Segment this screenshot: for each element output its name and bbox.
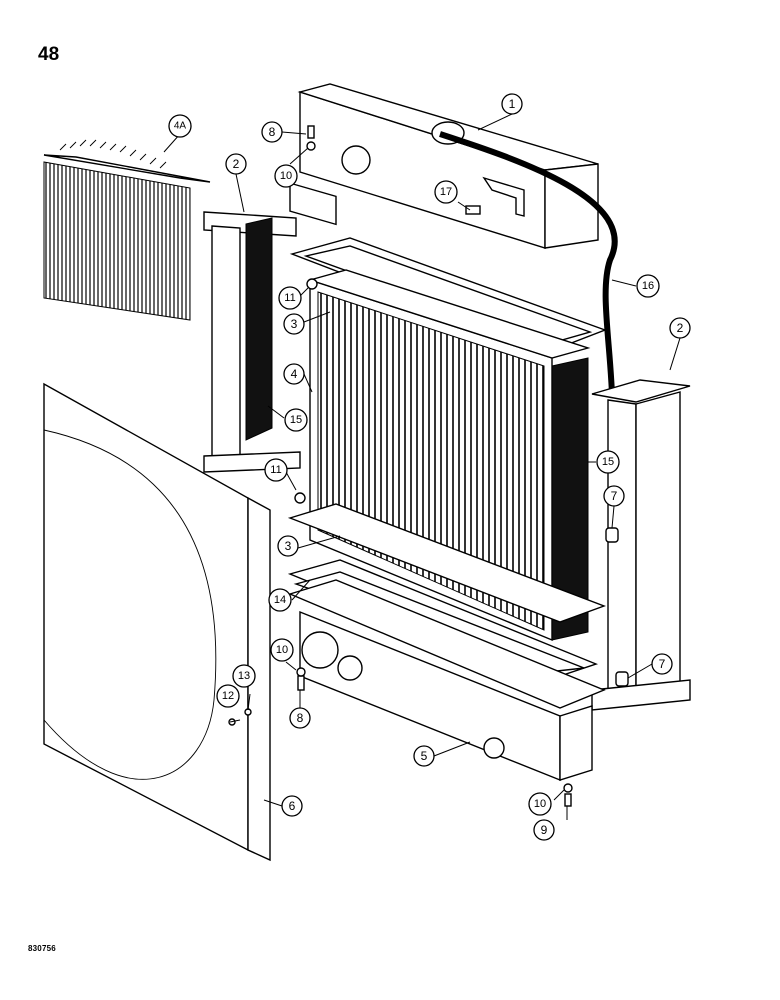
callout-label: 11 (270, 464, 281, 476)
callout-label: 13 (238, 670, 250, 682)
callout-label: 11 (284, 292, 295, 304)
top-tank-bracket (482, 176, 525, 217)
callout-1: 1 (501, 93, 523, 115)
page-number: 48 (38, 44, 60, 65)
callout-2-right: 2 (669, 317, 691, 339)
callout-label: 16 (642, 280, 654, 292)
callout-7-upper: 7 (603, 485, 625, 507)
side-seal-left (245, 217, 273, 441)
fasteners (294, 125, 573, 807)
callout-17: 17 (434, 180, 458, 204)
callout-label: 1 (509, 97, 516, 111)
callout-label: 12 (222, 690, 234, 702)
callout-9: 9 (533, 819, 555, 841)
figure-code: 830756 (28, 944, 56, 953)
callout-label: 10 (280, 170, 292, 182)
callout-10-upper: 10 (274, 164, 298, 188)
nut-11-lower (294, 492, 306, 504)
callout-label: 15 (602, 456, 614, 468)
callout-label: 8 (297, 711, 304, 725)
callout-15-right: 15 (596, 450, 620, 474)
callout-8-lower: 8 (289, 707, 311, 729)
callout-11-upper: 11 (278, 286, 302, 310)
callout-label: 2 (677, 321, 684, 335)
callout-label: 14 (274, 594, 286, 606)
bottom-outlet-large (301, 631, 339, 669)
bracket-17 (465, 205, 481, 215)
callout-12: 12 (216, 684, 240, 708)
callout-label: 2 (233, 157, 240, 171)
callout-10-lower: 10 (270, 638, 294, 662)
bolt-8-lower (297, 675, 305, 691)
washer-10-lower (296, 667, 306, 677)
callout-label: 10 (276, 644, 288, 656)
top-outlet (341, 145, 371, 175)
callout-4: 4 (283, 363, 305, 385)
bolt-9 (564, 793, 572, 807)
callout-14: 14 (268, 588, 292, 612)
washer-10-right (563, 783, 573, 793)
callout-13: 13 (232, 664, 256, 688)
bottom-tank (287, 579, 606, 782)
callouts: 1 2 2 3 3 4 4A 5 6 7 7 8 8 9 10 10 10 11… (168, 93, 691, 841)
callout-label: 7 (611, 489, 618, 503)
overflow-hose (439, 131, 618, 396)
callout-10-right: 10 (528, 792, 552, 816)
side-support-right (591, 379, 691, 711)
side-support-left (203, 211, 301, 473)
callout-4a: 4A (168, 114, 192, 138)
top-tank (289, 83, 599, 249)
callout-label: 4A (174, 121, 187, 132)
callout-label: 4 (291, 367, 298, 381)
washer-10-upper (306, 141, 316, 151)
callout-label: 3 (291, 317, 298, 331)
callout-6: 6 (281, 795, 303, 817)
nut-11-upper (306, 278, 318, 290)
callout-label: 17 (440, 186, 452, 198)
drain-fitting (483, 737, 505, 759)
core-seal-right (551, 357, 589, 641)
callout-label: 9 (541, 823, 548, 837)
clip-7-lower (615, 671, 629, 687)
callout-label: 8 (269, 125, 276, 139)
fan-shroud (43, 382, 271, 862)
callout-label: 5 (421, 749, 428, 763)
callout-5: 5 (413, 745, 435, 767)
callout-2-left: 2 (225, 153, 247, 175)
callout-16: 16 (636, 274, 660, 298)
clip-7-upper (605, 527, 619, 543)
callout-label: 7 (659, 657, 666, 671)
callout-label: 3 (285, 539, 292, 553)
bottom-outlet-small (337, 655, 363, 681)
tube-ends (59, 139, 167, 169)
callout-label: 10 (534, 798, 546, 810)
callout-3-lower: 3 (277, 535, 299, 557)
bolt-8-upper (307, 125, 315, 139)
callout-11-lower: 11 (264, 458, 288, 482)
core-detail-4a (43, 139, 211, 321)
callout-3-upper: 3 (283, 313, 305, 335)
callout-label: 6 (289, 799, 296, 813)
callout-7-lower: 7 (651, 653, 673, 675)
callout-15-left: 15 (284, 408, 308, 432)
callout-8-upper: 8 (261, 121, 283, 143)
callout-label: 15 (290, 414, 302, 426)
